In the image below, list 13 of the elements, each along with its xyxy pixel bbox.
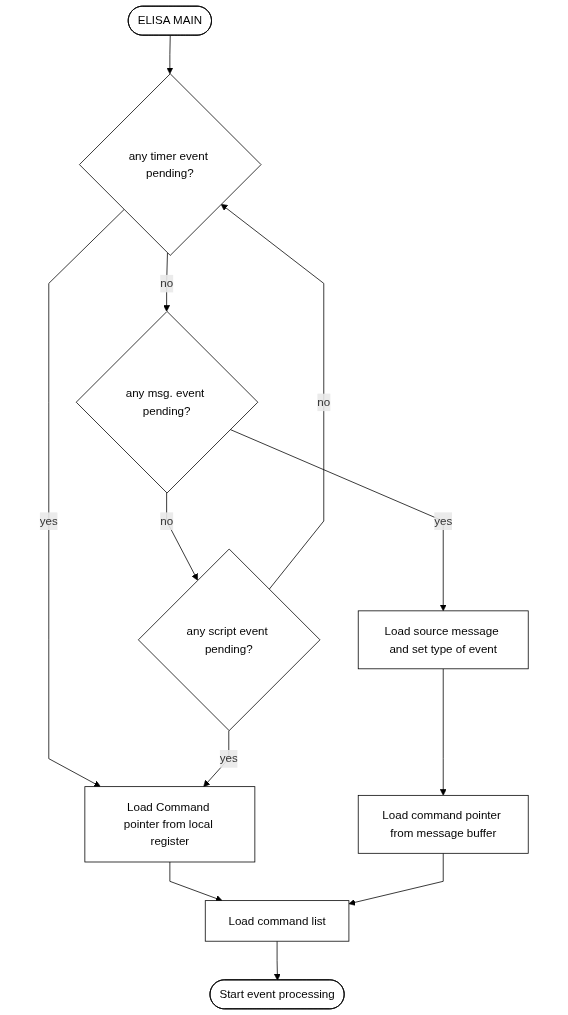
node-box: Load source message and set type of event: [357, 610, 529, 670]
node-box: Load command list: [204, 900, 350, 942]
node-diamond: any script event pending?: [138, 548, 321, 731]
node-diamond: any msg. event pending?: [75, 311, 259, 494]
node-diamond: any timer event pending?: [79, 73, 262, 256]
edge-label: yes: [434, 513, 453, 528]
edge-label: yes: [39, 513, 58, 528]
node-box: Load Command pointer from local register: [84, 786, 256, 863]
edge-label: yes: [219, 751, 238, 765]
node-box: Load command pointer from message buffer: [357, 794, 529, 854]
edge-label: no: [160, 276, 174, 290]
edge-label: no: [160, 513, 174, 528]
edge-label: no: [317, 395, 331, 409]
